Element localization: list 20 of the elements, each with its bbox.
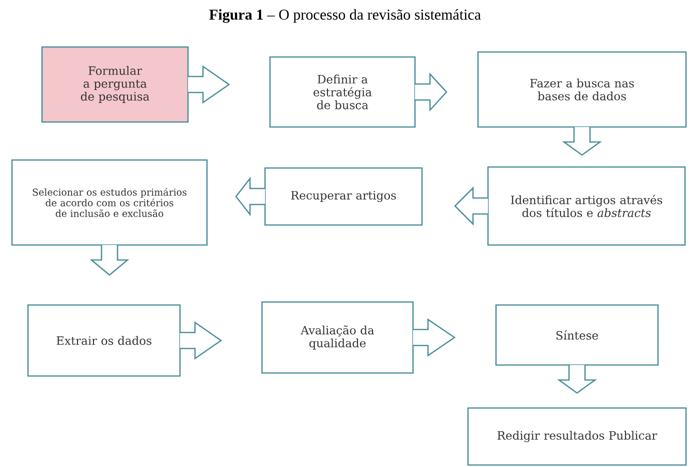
process-box: Redigir resultados Publicar xyxy=(467,407,687,466)
block-arrow xyxy=(557,364,598,394)
process-box: Identificar artigos através dos títulos e abstracts xyxy=(487,166,686,246)
process-box: Selecionar os estudos primários de acordo com os critérios de inclusão e exclusão xyxy=(11,159,208,246)
block-arrow xyxy=(90,244,130,276)
block-arrow xyxy=(562,126,602,156)
block-arrow xyxy=(235,176,266,216)
process-box: Definir a estratégia de busca xyxy=(269,56,416,128)
block-arrow xyxy=(414,72,448,112)
block-arrow xyxy=(454,186,489,226)
process-box: Avaliação da qualidade xyxy=(261,301,414,374)
process-box: Síntese xyxy=(495,304,659,366)
figure-title: Figura 1 – O processo da revisão sistemática xyxy=(209,9,481,23)
block-arrow xyxy=(187,65,230,104)
process-box: Formular a pergunta de pesquisa xyxy=(41,46,189,123)
process-box: Extrair os dados xyxy=(27,304,181,377)
process-box: Fazer a busca nas bases de dados xyxy=(477,51,687,128)
block-arrow xyxy=(412,318,456,357)
process-box: Recuperar artigos xyxy=(264,167,423,226)
block-arrow xyxy=(179,321,222,360)
